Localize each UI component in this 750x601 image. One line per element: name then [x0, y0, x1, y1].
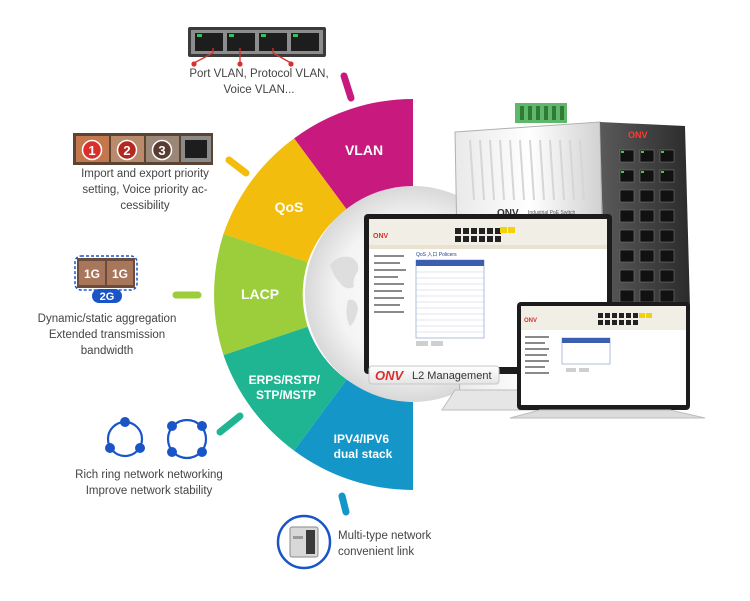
screen-panel-title: QoS 入口 Policers: [416, 252, 457, 258]
screen-logo: ONV: [373, 233, 389, 240]
dash-vlan: [340, 72, 355, 102]
priority-badge-1: 1: [88, 143, 95, 158]
caption-vlan-line2: Voice VLAN...: [223, 84, 295, 96]
caption-qos: Import and export priority setting, Voic…: [66, 166, 224, 214]
caption-erps: Rich ring network networking Improve net…: [64, 467, 234, 499]
dash-erps: [216, 412, 244, 436]
caption-lacp: Dynamic/static aggregation Extended tran…: [24, 311, 190, 359]
segment-vlan-label: VLAN: [345, 142, 383, 158]
feature-ring: [214, 99, 413, 490]
caption-qos-line3: cessibility: [120, 200, 170, 212]
banner-text: L2 Management: [412, 370, 492, 382]
link-aggregation-icon: 1G 1G 2G: [74, 255, 138, 303]
segment-ipv-line1: IPV4/IPV6: [334, 432, 390, 446]
network-device-icon: [276, 514, 332, 570]
world-map-graphic: [330, 256, 359, 326]
segment-qos-label: QoS: [275, 199, 304, 215]
banner-brand: ONV: [375, 368, 405, 383]
switch-front-brand: ONV: [628, 130, 648, 140]
switch-brand: ONV: [497, 208, 519, 219]
ring-network-icon: [105, 417, 208, 460]
small-screen-logo: ONV: [524, 318, 537, 324]
monitor-small: ONV: [517, 302, 690, 410]
segment-erps-line1: ERPS/RSTP/: [249, 373, 321, 387]
caption-erps-line2: Improve network stability: [85, 485, 213, 497]
caption-lacp-line2: Extended transmission: [48, 329, 166, 341]
caption-ipv: Multi-type network convenient link: [338, 528, 448, 560]
l2-management-banner: ONV L2 Management: [368, 365, 500, 385]
segment-ipv-line2: dual stack: [334, 447, 393, 461]
switch-model: Industrial PoE Switch: [528, 210, 575, 216]
caption-ipv-line1: Multi-type network: [338, 530, 432, 542]
segment-ipv-label: IPV4/IPV6 dual stack: [334, 432, 393, 461]
caption-qos-line1: Import and export priority: [81, 168, 209, 180]
lacp-port-1: 1G: [84, 267, 100, 281]
dash-ipv: [338, 492, 350, 516]
caption-vlan: Port VLAN, Protocol VLAN, Voice VLAN...: [176, 66, 342, 98]
segment-ipv: [294, 379, 413, 490]
segment-erps-label: ERPS/RSTP/ STP/MSTP: [249, 373, 324, 402]
segment-erps: [223, 326, 347, 451]
caption-vlan-line1: Port VLAN, Protocol VLAN,: [189, 68, 329, 80]
priority-badge-3: 3: [158, 143, 165, 158]
caption-lacp-line1: Dynamic/static aggregation: [37, 313, 177, 325]
monitor-small-stand: [509, 409, 706, 419]
segment-lacp: [214, 233, 308, 356]
segment-erps-line2: STP/MSTP: [256, 388, 316, 402]
lacp-port-2: 1G: [112, 267, 128, 281]
segment-lacp-label: LACP: [241, 286, 279, 302]
rj45-ports-icon: [188, 27, 326, 67]
lacp-sum-badge: 2G: [100, 291, 115, 303]
segment-vlan: [294, 99, 413, 210]
caption-lacp-line3: bandwidth: [80, 345, 134, 357]
segment-qos: [223, 138, 347, 263]
dash-qos: [225, 156, 250, 177]
connector-dashes: [172, 72, 355, 516]
caption-erps-line1: Rich ring network networking: [75, 469, 223, 481]
caption-ipv-line2: convenient link: [338, 546, 415, 558]
priority-ports-icon: 1 2 3: [73, 133, 213, 165]
priority-badge-2: 2: [123, 143, 130, 158]
caption-qos-line2: setting, Voice priority ac-: [82, 184, 208, 196]
